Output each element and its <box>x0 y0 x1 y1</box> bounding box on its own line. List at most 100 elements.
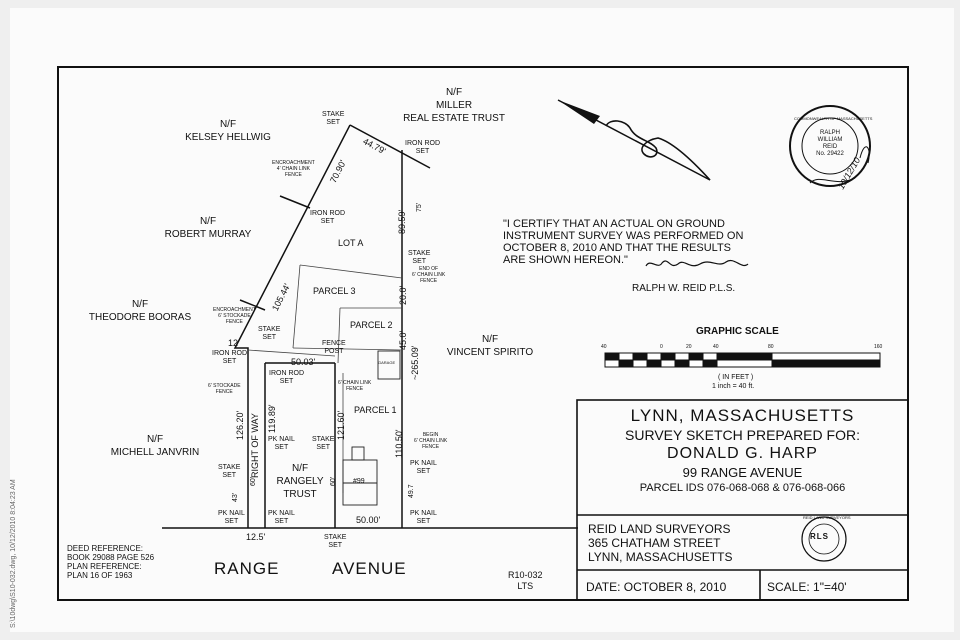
abutter-hellwig: N/F KELSEY HELLWIG <box>178 118 278 144</box>
graphic-scale-title: GRAPHIC SCALE <box>696 326 779 337</box>
rls-logo-letters: RLS <box>810 532 829 541</box>
monument-label: STAKE SET <box>258 326 281 341</box>
seal-signature <box>809 146 870 184</box>
abutter-name: VINCENT SPIRITO <box>446 347 534 358</box>
monument-label: STAKE SET <box>324 534 347 549</box>
monument-label: PK NAIL SET <box>410 510 437 525</box>
survey-sheet: N/F MILLER REAL ESTATE TRUST N/F KELSEY … <box>10 8 954 632</box>
monument-label: STAKE SET <box>218 464 241 479</box>
surveyor-firm: REID LAND SURVEYORS 365 CHATHAM STREET L… <box>588 522 732 564</box>
abutter-nf: N/F <box>291 463 309 474</box>
house-number: #99 <box>353 478 365 485</box>
deed-reference-label: DEED REFERENCE: <box>67 544 144 553</box>
parcel-2-label: PARCEL 2 <box>350 320 393 330</box>
graphic-scale-ratio: 1 inch = 40 ft. <box>712 383 755 390</box>
monument-label: STAKE SET <box>312 436 335 451</box>
dimension-label: 121.60' <box>336 410 346 440</box>
seal-name-line: WILLIAM <box>817 137 843 143</box>
certification-line: ARE SHOWN HEREON." <box>503 254 628 266</box>
monument-label: IRON ROD SET <box>405 140 440 155</box>
abutter-spirito: N/F VINCENT SPIRITO <box>440 333 540 359</box>
dimension-label: 12.5' <box>246 532 266 542</box>
plan-reference: PLAN 16 OF 1963 <box>67 571 133 580</box>
monument-label: PK NAIL SET <box>410 460 437 475</box>
garage-label: GARAGE <box>378 360 396 365</box>
file-path-stamp: S:\10dwg\S10-032.dwg, 10/12/2010 8:04:23… <box>10 479 17 628</box>
certification-line: "I CERTIFY THAT AN ACTUAL ON GROUND <box>503 218 725 230</box>
rls-logo-icon <box>801 516 847 562</box>
graphic-scale-bar <box>604 352 881 368</box>
dimension-label: 50.00' <box>356 515 381 525</box>
abutter-name: TRUST <box>283 489 317 500</box>
abutter-name: REAL ESTATE TRUST <box>403 113 505 124</box>
abutter-nf: N/F <box>219 119 237 130</box>
scale-tick: 80 <box>768 344 774 350</box>
abutter-name: THEODORE BOORAS <box>88 312 192 323</box>
abutter-name: MILLER <box>435 100 473 111</box>
abutter-booras: N/F THEODORE BOORAS <box>80 298 200 324</box>
dimension-label: 119.89' <box>267 404 277 433</box>
abutter-nf: N/F <box>131 299 149 310</box>
monument-label: PK NAIL SET <box>268 436 295 451</box>
fence-note: END OF 6' CHAIN LINK FENCE <box>412 266 446 284</box>
sheet-border <box>57 66 909 601</box>
dimension-label: 12' <box>228 338 240 348</box>
title-client: DONALD G. HARP <box>667 445 818 462</box>
survey-plan <box>57 66 909 601</box>
scale-tick: 20 <box>686 344 692 350</box>
fence-note: 6' CHAIN LINK FENCE <box>338 380 372 392</box>
abutter-janvrin: N/F MICHELL JANVRIN <box>100 433 210 459</box>
drawing-initials: LTS <box>517 581 534 591</box>
fence-lines <box>247 264 403 493</box>
certification-text: "I CERTIFY THAT AN ACTUAL ON GROUND INST… <box>503 218 743 266</box>
firm-name: REID LAND SURVEYORS <box>588 522 731 536</box>
monument-label: PK NAIL SET <box>218 510 245 525</box>
lot-a-label: LOT A <box>338 238 364 248</box>
dimension-label: 20.0' <box>398 285 408 305</box>
monument-label: FENCE POST <box>322 340 346 355</box>
monument-label: STAKE SET <box>408 250 431 265</box>
parcel-3-label: PARCEL 3 <box>313 286 356 296</box>
seal-name-line: RALPH <box>819 130 840 136</box>
abutter-name: ROBERT MURRAY <box>164 229 252 240</box>
title-block: LYNN, MASSACHUSETTS SURVEY SKETCH PREPAR… <box>577 406 908 496</box>
abutter-name: KELSEY HELLWIG <box>185 132 271 143</box>
dimension-label: 75' <box>416 202 423 212</box>
drawing-date: DATE: OCTOBER 8, 2010 <box>586 580 727 594</box>
drawing-number-value: R10-032 <box>508 570 543 580</box>
scale-tick: 160 <box>874 344 883 350</box>
monument-label: IRON ROD SET <box>212 350 247 365</box>
structures <box>342 350 401 506</box>
certification-line: OCTOBER 8, 2010 AND THAT THE RESULTS <box>503 242 732 254</box>
scale-tick: 40 <box>601 344 607 350</box>
signature-scrawl <box>645 260 749 267</box>
plan-reference-label: PLAN REFERENCE: <box>67 562 142 571</box>
seal-name-line: REID <box>822 144 838 150</box>
parcel-1-label: PARCEL 1 <box>354 405 397 415</box>
abutter-rangely: N/F RANGELY TRUST <box>270 462 330 501</box>
signer-name: RALPH W. REID P.L.S. <box>632 283 736 294</box>
abutter-nf: N/F <box>199 216 217 227</box>
title-city: LYNN, MASSACHUSETTS <box>630 406 855 425</box>
dimension-label: 43' <box>232 492 239 502</box>
title-parcel-ids: PARCEL IDS 076-068-068 & 076-068-066 <box>639 482 846 494</box>
title-block-frame <box>576 399 909 601</box>
deed-reference: BOOK 29088 PAGE 526 <box>67 553 155 562</box>
north-arrow-icon <box>557 99 711 181</box>
street-name-avenue: AVENUE <box>332 559 407 578</box>
dimension-label: 110.50' <box>394 429 404 458</box>
fence-note: ENCROACHMENT 4' CHAIN LINK FENCE <box>272 160 315 178</box>
drawing-number: R10-032 LTS <box>508 570 543 592</box>
rls-logo-ring-text: REID LAND SURVEYORS <box>803 515 851 520</box>
drawing-scale: SCALE: 1"=40' <box>767 580 847 594</box>
monument-label: IRON ROD SET <box>269 370 304 385</box>
scale-tick: 40 <box>713 344 719 350</box>
abutter-miller: N/F MILLER REAL ESTATE TRUST <box>394 86 514 125</box>
monument-label: STAKE SET <box>322 111 345 126</box>
graphic-scale-unit: ( IN FEET ) <box>718 374 754 381</box>
right-of-way-label: RIGHT OF WAY <box>250 413 260 478</box>
references: DEED REFERENCE: BOOK 29088 PAGE 526 PLAN… <box>67 544 154 580</box>
abutter-nf: N/F <box>481 334 499 345</box>
certification-line: INSTRUMENT SURVEY WAS PERFORMED ON <box>503 230 744 242</box>
abutter-nf: N/F <box>146 434 164 445</box>
